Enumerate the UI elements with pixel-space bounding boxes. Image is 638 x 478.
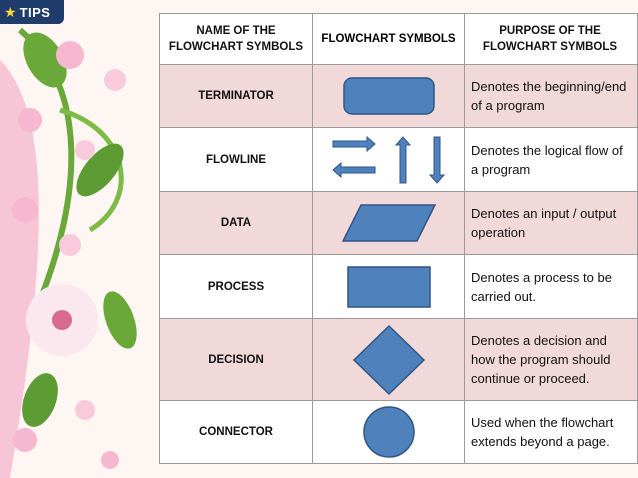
row-purpose: Denotes a process to be carried out. (464, 254, 638, 319)
logo-text: TIPS (19, 4, 51, 20)
flowline-symbol (312, 127, 465, 192)
table-row: FLOWLINE Denotes the logical flow of a p… (159, 127, 638, 192)
row-purpose: Denotes the beginning/end of a program (464, 64, 638, 128)
star-icon: ★ (4, 4, 17, 20)
rectangle-icon (346, 265, 431, 308)
process-symbol (312, 254, 465, 319)
row-purpose: Denotes a decision and how the program s… (464, 318, 638, 401)
row-name: DATA (159, 191, 313, 255)
header-name: NAME OF THE FLOWCHART SYMBOLS (159, 13, 313, 65)
table-row: PROCESS Denotes a process to be carried … (159, 254, 638, 319)
row-name: PROCESS (159, 254, 313, 319)
data-symbol (312, 191, 465, 255)
row-purpose: Denotes the logical flow of a program (464, 127, 638, 192)
table-row: DATA Denotes an input / output operation (159, 191, 638, 255)
row-name: DECISION (159, 318, 313, 401)
terminator-symbol (312, 64, 465, 128)
terminator-icon (342, 77, 435, 115)
table-row: CONNECTOR Used when the flowchart extend… (159, 400, 638, 464)
row-name: TERMINATOR (159, 64, 313, 128)
flowline-arrows-icon (331, 135, 445, 184)
table-row: DECISION Denotes a decision and how the … (159, 318, 638, 401)
row-name: FLOWLINE (159, 127, 313, 192)
decision-symbol (312, 318, 465, 401)
circle-icon (362, 406, 415, 458)
connector-symbol (312, 400, 465, 464)
floral-decoration (0, 27, 137, 478)
row-name: CONNECTOR (159, 400, 313, 464)
diamond-icon (352, 324, 425, 395)
flowchart-symbols-table: NAME OF THE FLOWCHART SYMBOLS FLOWCHART … (159, 13, 638, 464)
row-purpose: Denotes an input / output operation (464, 191, 638, 255)
header-symbol: FLOWCHART SYMBOLS (312, 13, 465, 65)
table-row: TERMINATOR Denotes the beginning/end of … (159, 64, 638, 128)
parallelogram-icon (341, 204, 436, 242)
table-header-row: NAME OF THE FLOWCHART SYMBOLS FLOWCHART … (159, 13, 638, 65)
tips-logo: ★ TIPS (0, 0, 64, 24)
header-purpose: PURPOSE OF THE FLOWCHART SYMBOLS (464, 13, 638, 65)
row-purpose: Used when the flowchart extends beyond a… (464, 400, 638, 464)
